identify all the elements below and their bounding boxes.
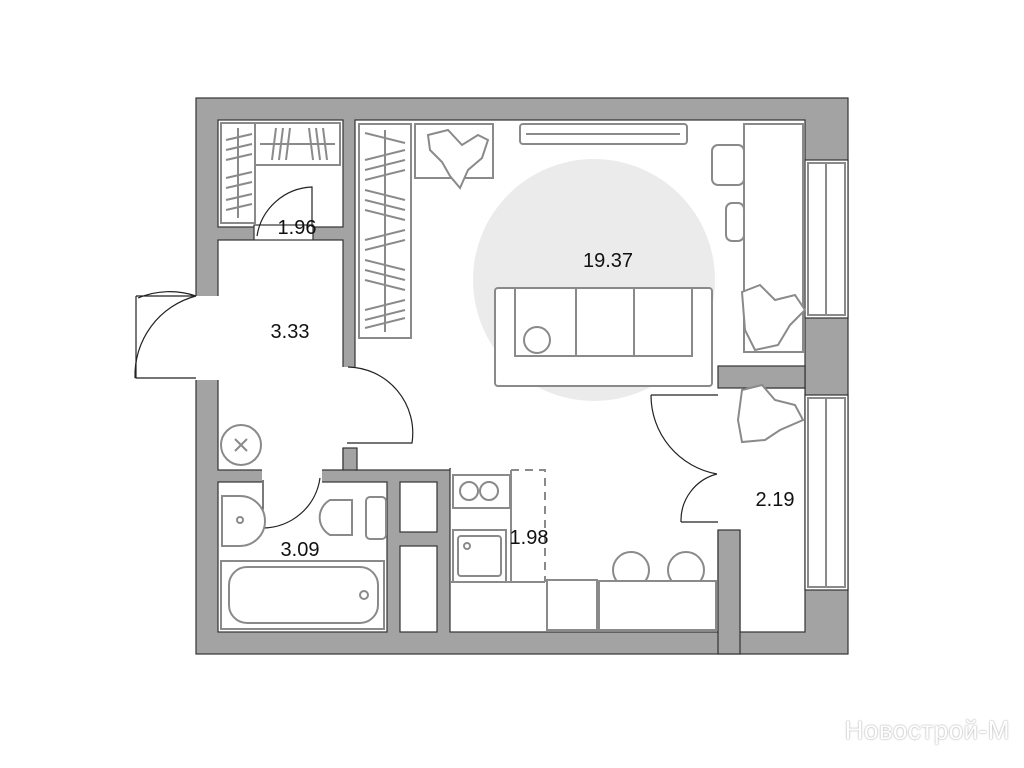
- loggia-doorway: [718, 388, 742, 530]
- washing-machine-symbol: [234, 438, 248, 452]
- wall-stub: [342, 447, 358, 471]
- kitchen-sink-basin: [457, 535, 502, 577]
- kitchen-sink-drain: [463, 542, 471, 550]
- kitchen-opening: [451, 466, 717, 471]
- kitchen-sink-icon: [452, 529, 507, 583]
- living-door: [347, 366, 414, 444]
- shelf-unit: [220, 122, 256, 224]
- area-label-loggia: 2.19: [756, 489, 795, 511]
- watermark: Новострой-М: [844, 715, 1010, 745]
- shaft-1: [399, 481, 438, 533]
- doors: [134, 186, 718, 529]
- area-label-hall: 3.33: [271, 321, 310, 343]
- closet-shelving: [220, 122, 341, 224]
- kitchen-fixtures: [450, 469, 717, 631]
- kitchen-loggia-wall: [717, 529, 741, 655]
- bathtub-drain: [359, 590, 369, 600]
- cat-icon: [523, 326, 551, 354]
- fridge-icon: [546, 579, 598, 631]
- toilet-tank: [365, 496, 387, 540]
- sofa-seat: [514, 287, 693, 357]
- stove-burner: [459, 481, 479, 501]
- table-mask: [612, 582, 702, 590]
- bath-doorway: [262, 468, 322, 484]
- loggia-double-door: [650, 394, 718, 523]
- entry-door-swing: [134, 295, 197, 379]
- living-doorway: [341, 367, 357, 448]
- hangers-icon: [225, 127, 328, 211]
- area-label-closet: 1.96: [278, 217, 317, 239]
- window-top-right: [804, 159, 849, 319]
- stove-icon: [452, 474, 511, 509]
- entry-door: [135, 291, 197, 379]
- window-bottom-right: [804, 394, 849, 591]
- area-label-living: 19.37: [583, 250, 633, 272]
- closet-door: [256, 186, 313, 237]
- toilet-icon: [318, 499, 353, 536]
- living-floor-extension: [357, 448, 452, 468]
- area-label-kitchen: 1.98: [510, 527, 549, 549]
- upper-cabinets-outline: [511, 469, 546, 582]
- plant-icon: [740, 283, 807, 352]
- shelf-unit: [254, 122, 341, 166]
- plant-stand: [414, 123, 494, 190]
- sofa: [494, 287, 713, 387]
- shaft-2: [399, 545, 438, 633]
- entry-doorway: [194, 296, 220, 380]
- plant-icon: [426, 128, 490, 190]
- area-label-bathroom: 3.09: [281, 539, 320, 561]
- bathroom-fixtures: [220, 495, 387, 630]
- hangers-icon: [364, 132, 406, 329]
- wardrobe: [358, 123, 412, 339]
- washing-machine: [220, 424, 262, 466]
- stool-icon: [711, 144, 745, 186]
- bathtub-icon: [220, 560, 385, 630]
- bathtub-basin: [228, 566, 379, 624]
- plant-icon: [736, 383, 805, 444]
- stool-icon: [725, 202, 745, 242]
- sink-drain: [236, 516, 244, 524]
- stove-burner: [479, 481, 499, 501]
